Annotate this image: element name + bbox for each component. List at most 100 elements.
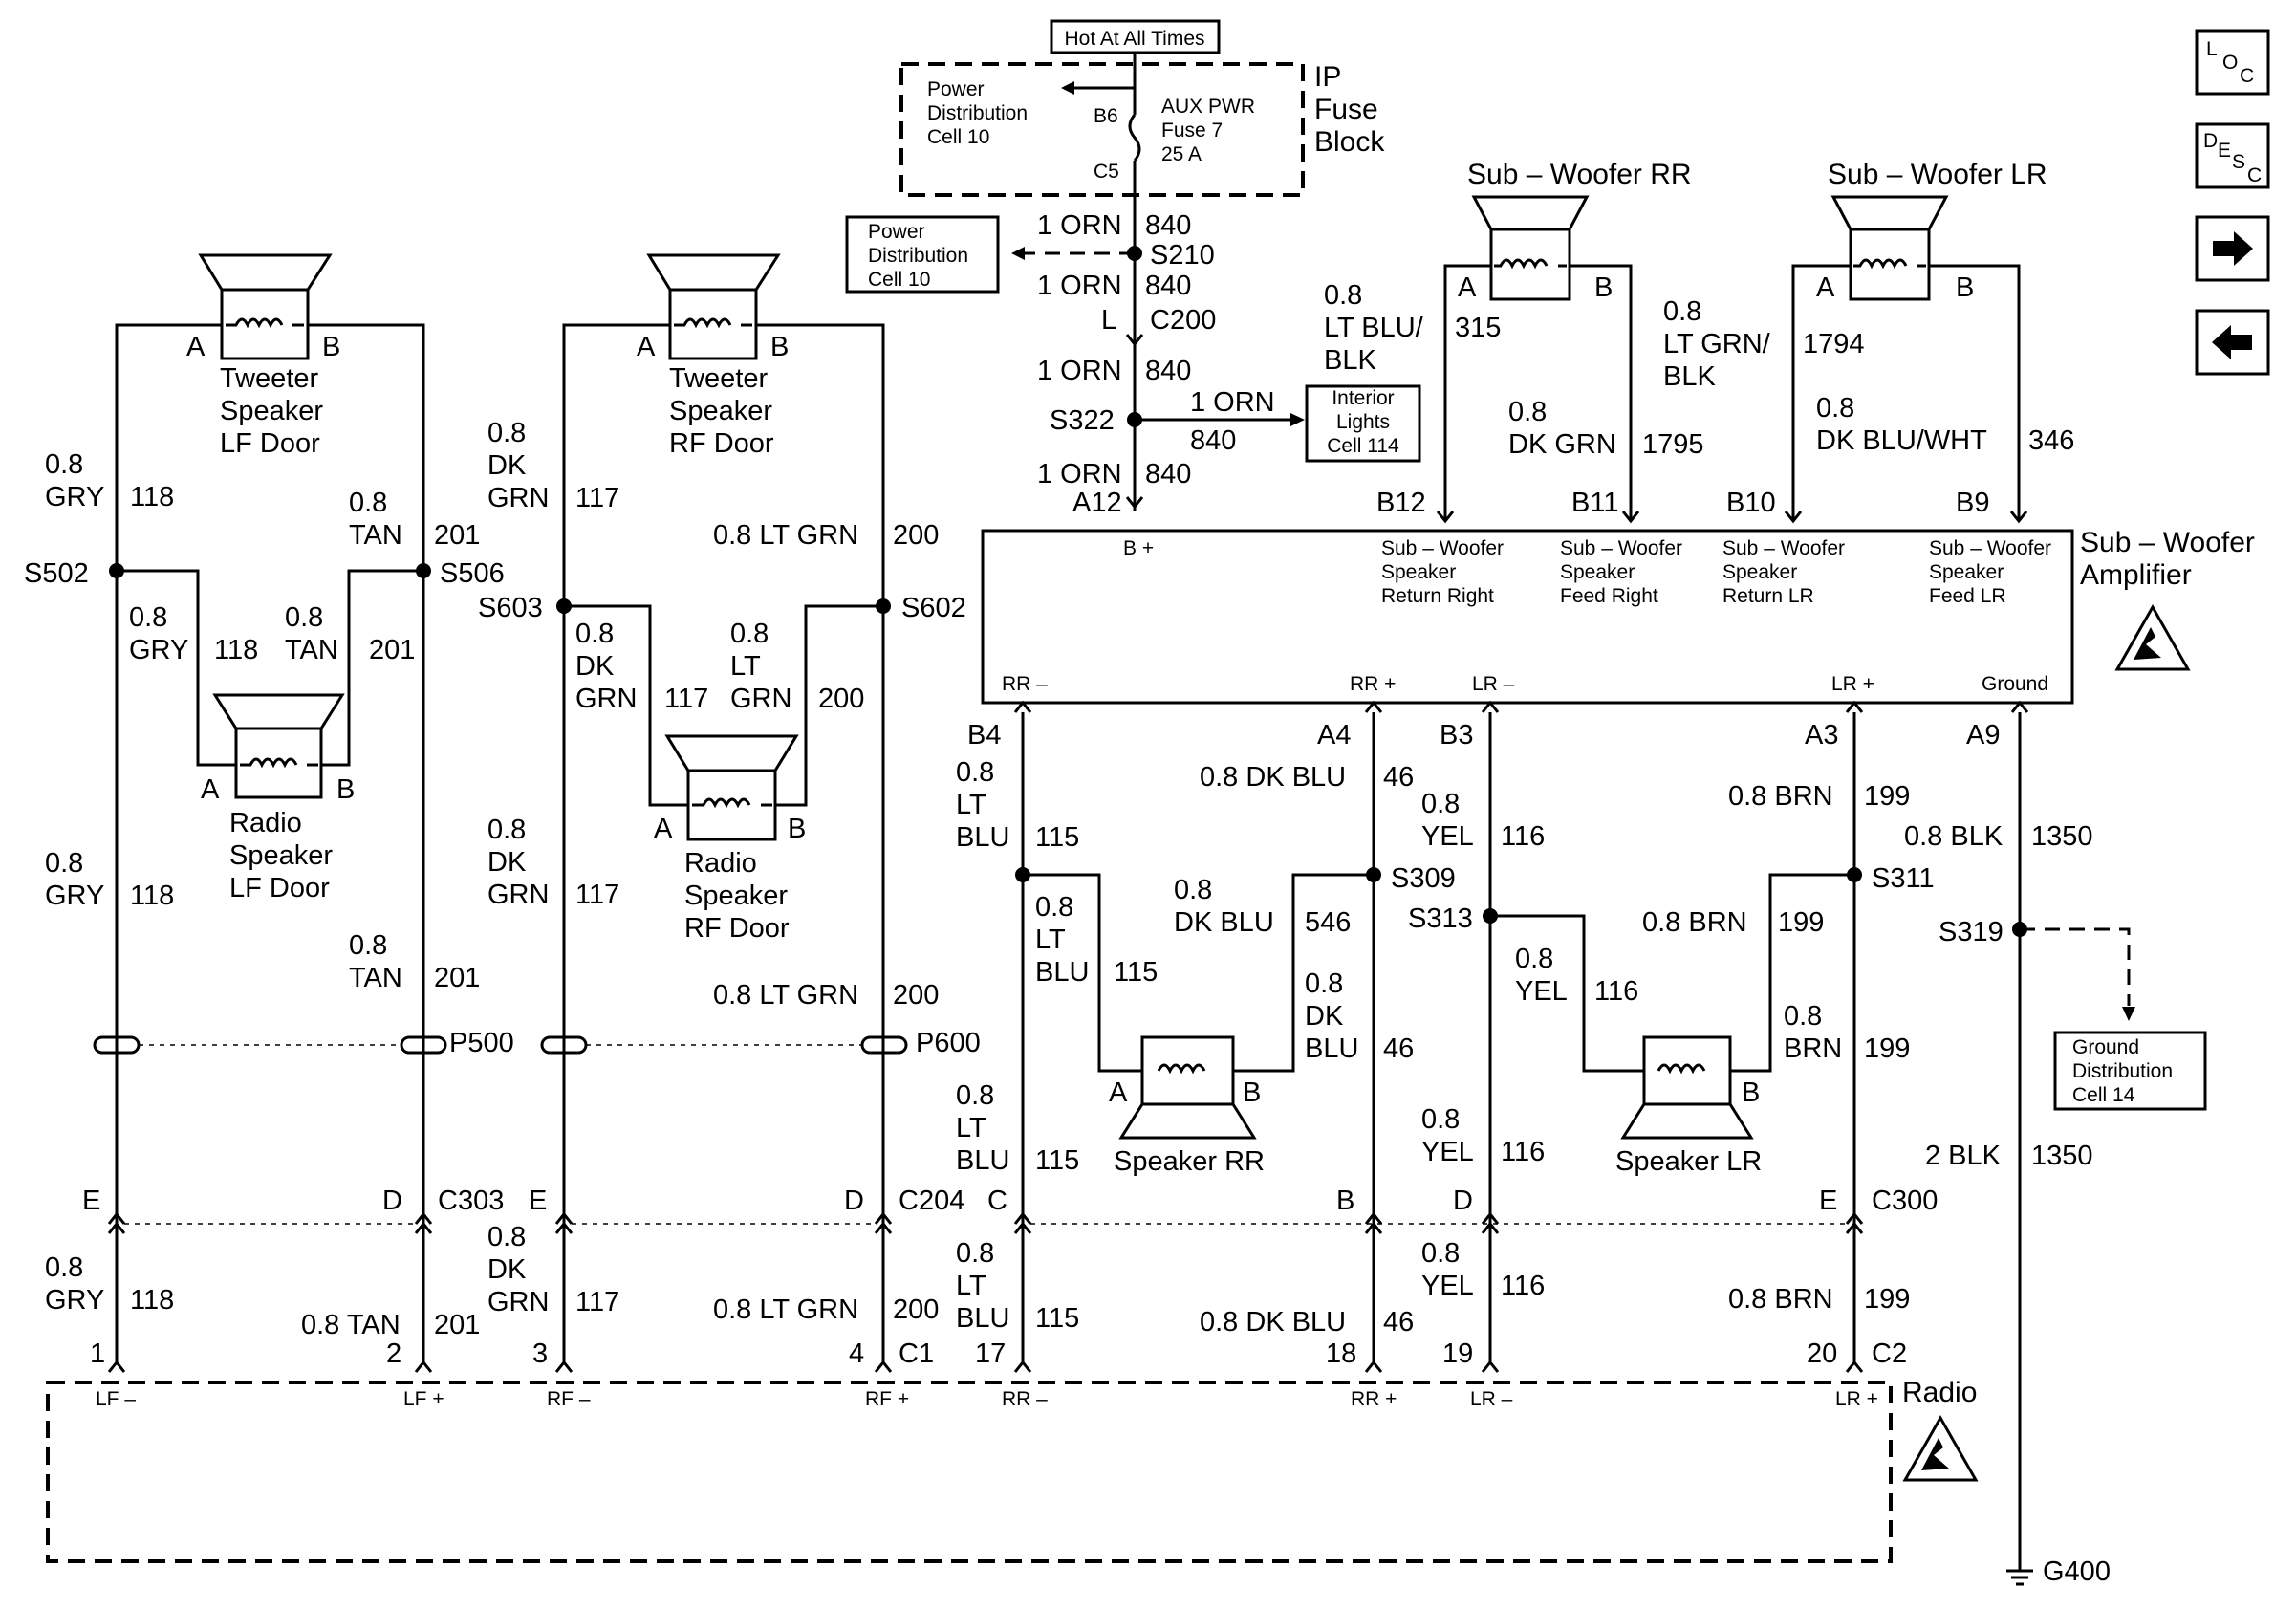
wire-label: BLU bbox=[956, 822, 1009, 853]
wire-label: C204 bbox=[899, 1186, 964, 1216]
wire-label: 1794 bbox=[1803, 329, 1865, 359]
wire-label: 200 bbox=[893, 520, 939, 551]
wire-label: B bbox=[1336, 1186, 1354, 1216]
wire-label: 1 bbox=[90, 1338, 105, 1369]
wire-label: 19 bbox=[1442, 1338, 1473, 1369]
wire-label: DK bbox=[487, 1254, 527, 1285]
wire-label: 840 bbox=[1190, 425, 1236, 456]
next-arrow-icon[interactable] bbox=[2195, 215, 2270, 282]
wire-label: C bbox=[987, 1186, 1007, 1216]
interior-lights-cell-114-ref[interactable]: Interior Lights Cell 114 bbox=[1305, 384, 1421, 463]
wire-label: 0.8 BLK bbox=[1904, 821, 2004, 852]
wire-label: RR – bbox=[1002, 1388, 1048, 1410]
wire-label: 1350 bbox=[2031, 821, 2093, 852]
wire-label: RR + bbox=[1351, 1388, 1397, 1410]
wire-label: A bbox=[654, 814, 673, 844]
wire-label: Speaker bbox=[669, 396, 772, 426]
wire-label: S603 bbox=[478, 593, 543, 623]
wire-label: Speaker bbox=[1381, 561, 1456, 583]
wire-label: 118 bbox=[130, 1285, 174, 1316]
wire-label: Speaker bbox=[1722, 561, 1797, 583]
wire-label: B bbox=[336, 774, 355, 805]
wire-label: B bbox=[1742, 1077, 1760, 1108]
wire-label: 17 bbox=[975, 1338, 1006, 1369]
wire-label: Ground bbox=[2072, 1036, 2139, 1058]
wire-label: A bbox=[201, 774, 220, 805]
wire-label: O bbox=[2222, 52, 2238, 74]
wire-label: Fuse 7 bbox=[1161, 120, 1223, 141]
wire-label: Sub – Woofer bbox=[1929, 537, 2051, 559]
wire-label: Power bbox=[927, 78, 985, 100]
wire-label: S311 bbox=[1872, 863, 1935, 894]
wire-label: GRY bbox=[45, 482, 104, 512]
wire-label: LT bbox=[956, 1271, 986, 1301]
wire-label: B bbox=[1243, 1077, 1261, 1108]
wire-label: E bbox=[82, 1186, 100, 1216]
wire-label: P500 bbox=[449, 1028, 514, 1058]
wire-label: AUX PWR bbox=[1161, 96, 1255, 118]
wire-label: BLK bbox=[1324, 345, 1376, 376]
wire-label: C5 bbox=[1094, 161, 1119, 183]
wire-label: B11 bbox=[1571, 488, 1618, 518]
wire-label: 0.8 bbox=[1035, 892, 1073, 923]
wire-label: 115 bbox=[1035, 822, 1079, 853]
wire-label: Speaker bbox=[229, 840, 333, 871]
rf-tweeter-speaker: A B Tweeter Speaker RF Door bbox=[637, 253, 789, 459]
wire-label: A3 bbox=[1805, 720, 1838, 751]
wire-label: Radio bbox=[229, 808, 302, 838]
description-icon[interactable]: D E S C bbox=[2195, 122, 2270, 189]
wire-label: B bbox=[1594, 272, 1613, 303]
wire-label: 1350 bbox=[2031, 1141, 2093, 1171]
wire-label: RR – bbox=[1002, 673, 1048, 695]
previous-arrow-icon[interactable] bbox=[2195, 309, 2270, 376]
wire-label: D bbox=[844, 1186, 864, 1216]
wire-label: LT bbox=[956, 790, 986, 820]
wire-label: 1 ORN bbox=[1037, 210, 1122, 241]
wire-label: S502 bbox=[24, 558, 89, 589]
wire-label: Speaker bbox=[1560, 561, 1635, 583]
wire-label: 0.8 bbox=[45, 848, 83, 879]
subwoofer-amplifier: B + Sub – Woofer Speaker Return Right Su… bbox=[981, 527, 2255, 705]
wire-label: Cell 10 bbox=[868, 269, 930, 291]
wire-label: DK BLU/WHT bbox=[1816, 425, 1987, 456]
wire-label: Fuse bbox=[1314, 94, 1378, 125]
wire-label: BLU bbox=[956, 1145, 1009, 1176]
wire-label: B bbox=[788, 814, 806, 844]
wire-label: 0.8 DK BLU bbox=[1200, 1307, 1346, 1338]
wire-label: TAN bbox=[349, 963, 402, 993]
ground-distribution-cell-14-ref[interactable]: Ground Distribution Cell 14 bbox=[2053, 1031, 2207, 1111]
wire-label: C200 bbox=[1150, 305, 1216, 336]
wire-label: D bbox=[1453, 1186, 1473, 1216]
wire-label: Sub – Woofer bbox=[1381, 537, 1504, 559]
wire-label: LR – bbox=[1472, 673, 1515, 695]
wire-label: LF + bbox=[403, 1388, 444, 1410]
wire-label: A9 bbox=[1966, 720, 2000, 751]
wire-label: 840 bbox=[1145, 356, 1191, 386]
wire-label: A4 bbox=[1317, 720, 1351, 751]
wire-label: RF Door bbox=[684, 913, 790, 944]
wire-label: E bbox=[1819, 1186, 1837, 1216]
wire-label: 0.8 bbox=[1305, 968, 1343, 999]
wire-label: B bbox=[1956, 272, 1974, 303]
wire-label: 0.8 bbox=[349, 930, 387, 961]
wire-label: Distribution bbox=[927, 102, 1028, 124]
location-icon[interactable]: L O C bbox=[2195, 29, 2270, 96]
wire-label: A bbox=[1458, 272, 1477, 303]
wire-label: 0.8 bbox=[956, 1080, 994, 1111]
wire-label: GRY bbox=[45, 881, 104, 911]
wire-label: 840 bbox=[1145, 210, 1191, 241]
wire-label: YEL bbox=[1421, 1271, 1474, 1301]
wire-label: B6 bbox=[1094, 105, 1118, 127]
wire-label: Sub – Woofer LR bbox=[1828, 159, 2047, 190]
wire-label: 18 bbox=[1326, 1338, 1356, 1369]
wire-label: 116 bbox=[1594, 976, 1638, 1007]
wire-label: 201 bbox=[434, 520, 480, 551]
wire-label: A bbox=[1109, 1077, 1128, 1108]
wire-label: 1795 bbox=[1642, 429, 1704, 460]
power-distribution-cell-10-ref[interactable]: Power Distribution Cell 10 bbox=[845, 215, 1000, 294]
wire-label: 115 bbox=[1035, 1303, 1079, 1334]
wire-label: 118 bbox=[130, 482, 174, 512]
wire-label: DK bbox=[487, 847, 527, 878]
wire-label: S309 bbox=[1391, 863, 1456, 894]
